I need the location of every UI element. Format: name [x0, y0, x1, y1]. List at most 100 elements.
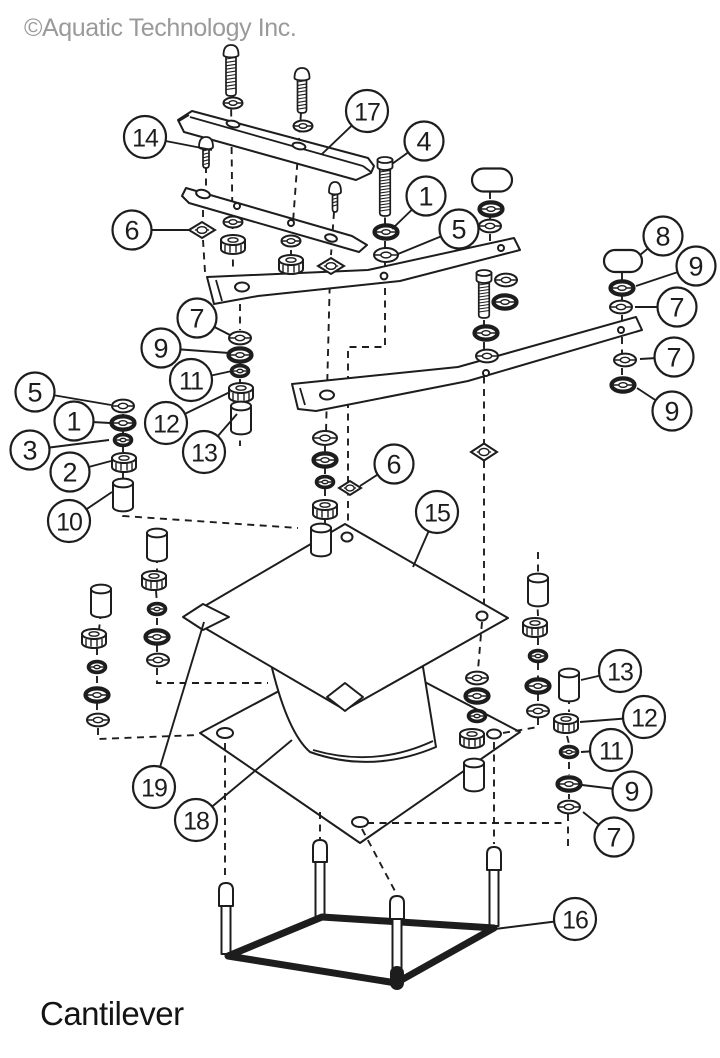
- callout-number: 2: [62, 457, 77, 487]
- flat-washer: [613, 352, 637, 368]
- callout-circle: [53, 400, 95, 442]
- assembly-guide-lines-front: [224, 621, 569, 894]
- callout-9: 9: [635, 245, 717, 287]
- lock-nut: [220, 234, 246, 255]
- callout-circle: [405, 175, 447, 217]
- callout-16: 16: [494, 896, 598, 942]
- base-stud-front: [389, 895, 405, 990]
- callout-circle: [621, 694, 667, 740]
- flat-washer: [111, 398, 135, 414]
- callout-circle: [176, 297, 218, 339]
- callout-circle: [373, 443, 415, 485]
- base-stud-back: [312, 839, 328, 919]
- callout-12: 12: [143, 391, 231, 446]
- flat-washer: [146, 652, 170, 668]
- callout-4: 4: [391, 120, 445, 165]
- base-frame-assembly: [218, 839, 502, 990]
- small-lock-washer: [146, 601, 168, 617]
- flat-washer: [373, 247, 399, 263]
- assembly-guide-line: [156, 668, 268, 684]
- flat-washer: [475, 348, 499, 364]
- lock-washer: [477, 200, 505, 218]
- assembly-guide-line: [566, 735, 570, 745]
- callout-number: 7: [606, 822, 621, 852]
- callout-number: 18: [183, 807, 209, 835]
- callout-14: 14: [122, 114, 213, 160]
- callout-11: 11: [580, 727, 634, 773]
- callout-10: 10: [46, 491, 113, 544]
- callout-11: 11: [168, 357, 233, 403]
- square-anchor-washer: [469, 442, 499, 462]
- callout-circle: [593, 816, 635, 858]
- flat-washer: [280, 234, 302, 248]
- flat-washer: [465, 670, 489, 686]
- callout-number: 13: [191, 439, 217, 467]
- callout-circle: [344, 88, 390, 134]
- small-lock-washer: [314, 474, 336, 490]
- lock-nut: [553, 713, 579, 734]
- callout-circle: [173, 797, 219, 843]
- callout-circle: [675, 245, 717, 287]
- square-anchor-washer: [316, 256, 346, 276]
- callout-3: 3: [9, 429, 110, 471]
- callout-13: 13: [181, 413, 238, 475]
- callout-circle: [642, 215, 684, 257]
- base-frame: [224, 913, 498, 987]
- lock-washer: [311, 451, 339, 469]
- model-title: Cantilever: [40, 995, 184, 1032]
- callout-7: 7: [582, 811, 635, 858]
- cap-nut: [602, 248, 644, 274]
- small-lock-washer: [86, 659, 108, 675]
- hex-bolt: [475, 269, 493, 319]
- assembly-guide-line: [502, 718, 539, 734]
- lock-washer: [555, 775, 583, 793]
- callout-2: 2: [49, 451, 112, 493]
- lock-washer: [491, 293, 519, 311]
- callout-circle: [403, 120, 445, 162]
- callout-number: 9: [624, 776, 639, 806]
- callout-circle: [111, 209, 153, 251]
- dome-head-bolt: [198, 136, 214, 169]
- copyright-text: ©Aquatic Technology Inc.: [24, 14, 297, 42]
- lock-washer: [608, 279, 636, 297]
- callout-circle: [597, 648, 643, 694]
- lock-washer: [472, 324, 500, 342]
- small-lock-washer: [466, 708, 488, 724]
- callout-number: 1: [66, 406, 81, 436]
- lock-nut: [111, 452, 137, 473]
- callout-number: 6: [124, 215, 139, 245]
- callout-number: 7: [666, 342, 681, 372]
- callout-circle: [168, 357, 214, 403]
- callout-5: 5: [14, 371, 112, 413]
- callout-number: 17: [354, 98, 380, 126]
- base-stud-left: [218, 882, 234, 955]
- assembly-guide-line: [97, 728, 199, 740]
- callout-1: 1: [391, 175, 447, 230]
- callout-circle: [181, 429, 227, 475]
- flat-washer: [478, 218, 502, 234]
- callout-number: 11: [179, 367, 203, 395]
- corner-slot-left: [182, 603, 230, 631]
- lock-nut: [278, 254, 304, 275]
- callout-6: 6: [359, 443, 415, 487]
- callout-number: 1: [418, 181, 433, 211]
- lock-nut: [312, 499, 338, 520]
- callout-9: 9: [140, 327, 230, 369]
- assembly-guide-line: [347, 288, 386, 521]
- callout-circle: [414, 489, 460, 535]
- assembly-guide-line: [122, 503, 299, 529]
- spacer-bushing: [527, 572, 549, 608]
- callout-number: 16: [562, 906, 588, 934]
- spacer-bushing: [230, 400, 252, 436]
- lock-washer: [609, 376, 637, 394]
- square-anchor-washer: [337, 479, 363, 497]
- callout-circle: [14, 371, 56, 413]
- cap-nut: [470, 167, 514, 193]
- callout-9: 9: [581, 770, 653, 812]
- spacer-bushing: [90, 583, 112, 619]
- flat-washer: [526, 703, 550, 719]
- callout-number: 15: [424, 499, 450, 527]
- callout-19: 19: [131, 621, 205, 810]
- small-lock-washer: [527, 648, 549, 664]
- lock-washer: [226, 346, 254, 364]
